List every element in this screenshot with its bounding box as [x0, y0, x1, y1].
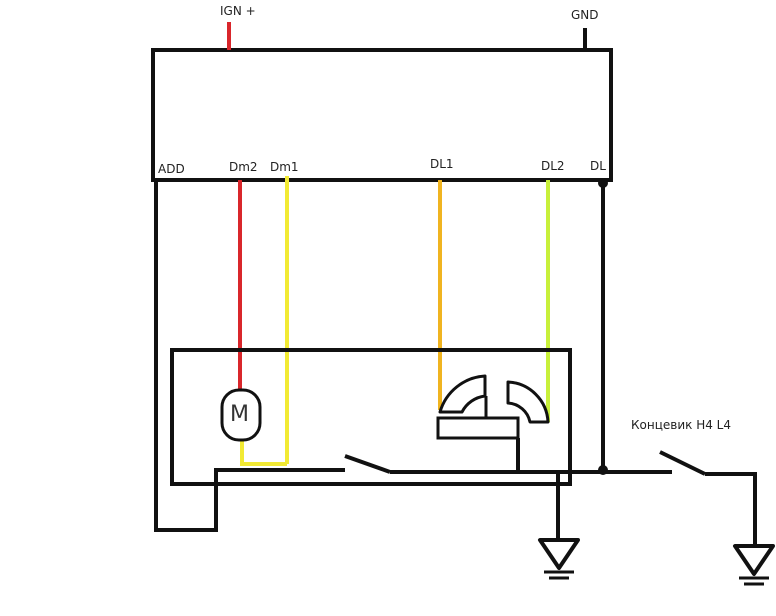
- limit-ground-symbol: [733, 544, 775, 576]
- actuator-ground-symbol: [538, 538, 580, 570]
- gnd-label: GND: [571, 8, 599, 22]
- dl1-label: DL1: [430, 157, 454, 171]
- sensor-contact-left: [438, 374, 487, 414]
- sensor-contact-right: [506, 380, 550, 424]
- motor-label: M: [230, 402, 249, 427]
- limit-switch-label: Концевик H4 L4: [631, 418, 731, 432]
- limit-switch-lever: [659, 450, 706, 476]
- ign-label: IGN +: [220, 4, 256, 18]
- sensor-plate: [436, 416, 520, 440]
- limit-switch-wire: [705, 472, 757, 546]
- inner-switch-lever: [344, 454, 391, 474]
- motor-symbol: [220, 388, 262, 442]
- motor-yellow-wire: [240, 440, 287, 466]
- add-label: ADD: [158, 162, 185, 176]
- dm1-label: Dm1: [270, 160, 299, 174]
- actuator-block: [170, 348, 572, 486]
- dl-junction-top: [598, 178, 608, 188]
- add-wire: [154, 180, 345, 532]
- dl-label: DL: [590, 159, 606, 173]
- controller-block: [151, 48, 613, 182]
- dm2-label: Dm2: [229, 160, 258, 174]
- dl2-label: DL2: [541, 159, 565, 173]
